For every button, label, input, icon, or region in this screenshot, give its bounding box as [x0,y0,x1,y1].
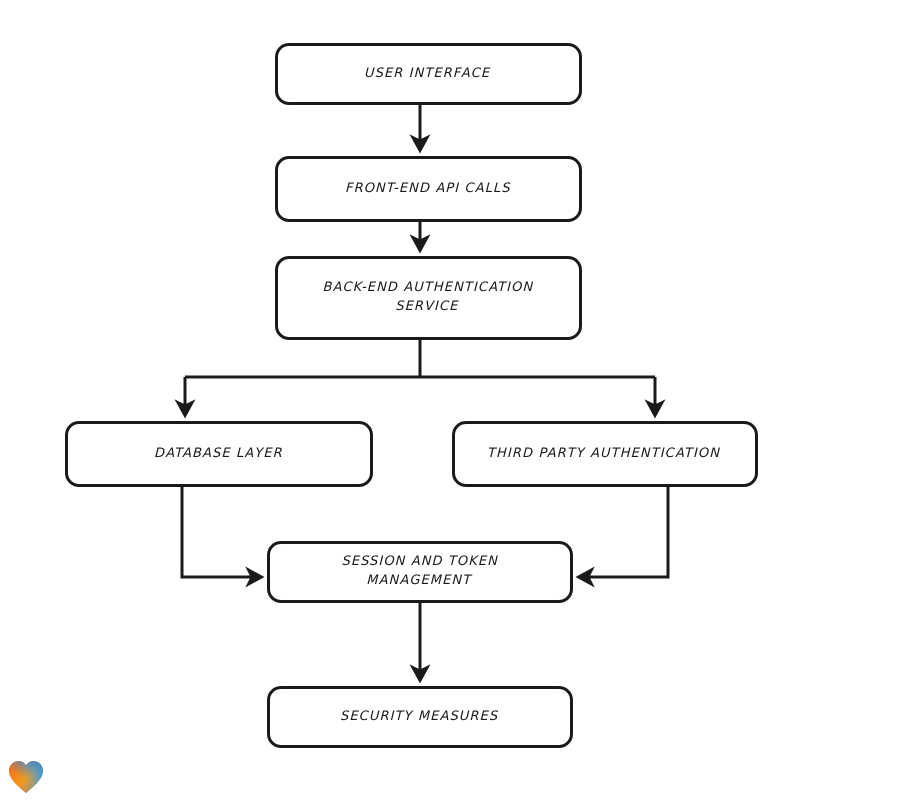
heart-icon [9,761,43,793]
node-label-user-interface: USER INTERFACE [365,65,493,81]
edge-thirdparty-to-session [575,487,670,588]
node-label-database-layer: DATABASE LAYER [154,445,284,461]
node-label-security-measures: SECURITY MEASURES [340,708,500,724]
edge-database-to-session [180,487,265,588]
node-front-end-api-calls[interactable]: FRONT-END API CALLS [275,156,582,222]
node-label-front-end-api-calls: FRONT-END API CALLS [345,180,512,196]
node-third-party-authentication[interactable]: THIRD PARTY AUTHENTICATION [452,421,758,487]
node-label-back-end-authentication-service: BACK-END AUTHENTICATION SERVICE [323,280,535,314]
node-security-measures[interactable]: SECURITY MEASURES [267,686,573,748]
node-label-session-and-token-management: SESSION AND TOKEN MANAGEMENT [341,554,500,588]
node-back-end-authentication-service[interactable]: BACK-END AUTHENTICATION SERVICE [275,256,582,340]
node-database-layer[interactable]: DATABASE LAYER [65,421,373,487]
node-label-third-party-authentication: THIRD PARTY AUTHENTICATION [488,445,722,461]
node-session-and-token-management[interactable]: SESSION AND TOKEN MANAGEMENT [267,541,573,603]
node-user-interface[interactable]: USER INTERFACE [275,43,582,105]
